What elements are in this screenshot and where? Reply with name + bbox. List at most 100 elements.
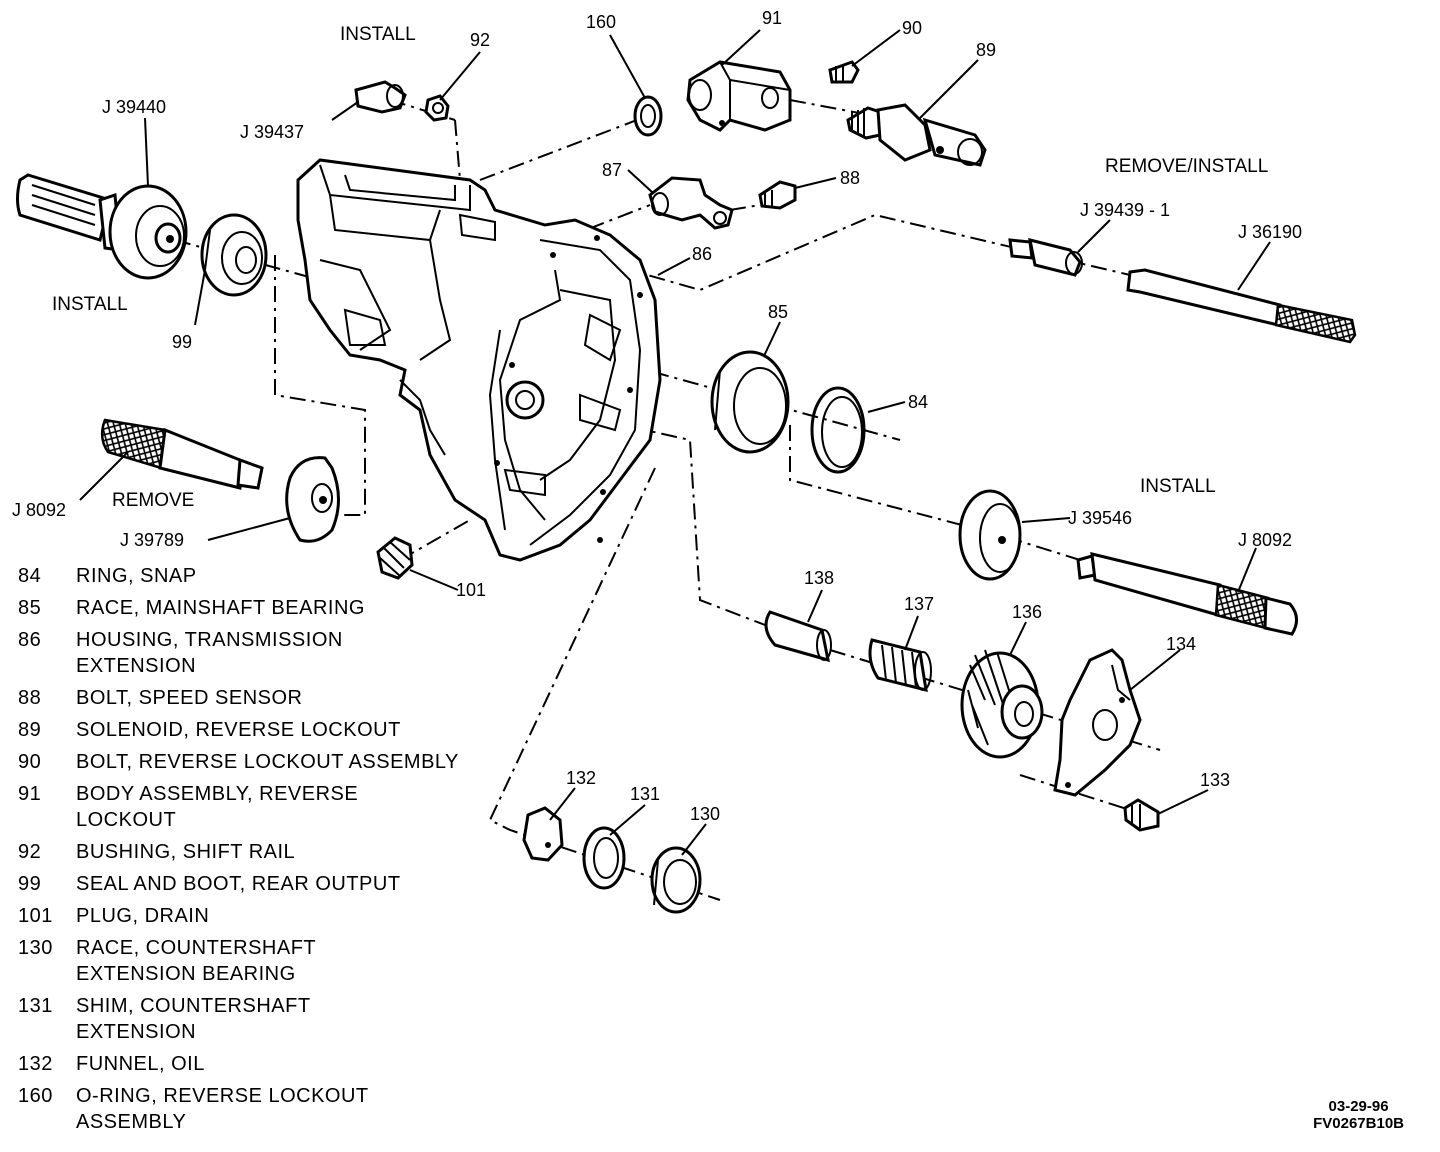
j39437-tool: [354, 80, 407, 114]
callout-101: 101: [456, 580, 486, 600]
legend-row: 91 BODY ASSEMBLY, REVERSE LOCKOUT: [18, 781, 418, 833]
legend-number: 90: [18, 751, 42, 773]
legend-number: 160: [18, 1085, 53, 1107]
legend-number: 99: [18, 873, 42, 895]
legend-row: 85 RACE, MAINSHAFT BEARING: [18, 595, 508, 621]
part-138: [764, 610, 832, 663]
legend-number: 89: [18, 719, 42, 741]
j8092-right-tool: [1076, 552, 1298, 636]
speed-sensor-bolt-88: [758, 180, 797, 210]
o-ring-160: [633, 95, 663, 137]
j36190-tool: [1126, 268, 1357, 344]
legend-description: RING, SNAP: [76, 565, 197, 587]
j39546-label: J 39546: [1068, 508, 1132, 528]
j39440-tool: [16, 173, 188, 280]
legend-number: 131: [18, 995, 53, 1017]
callout-137: 137: [904, 594, 934, 614]
shift-rail-bushing-92: [424, 94, 450, 122]
j39546-tool: [958, 489, 1022, 581]
callout-84: 84: [908, 392, 928, 412]
callout-87: 87: [602, 160, 622, 180]
legend-row: 89 SOLENOID, REVERSE LOCKOUT: [18, 717, 508, 743]
j8092-left-label: J 8092: [12, 500, 66, 520]
speed-sensor-87: [648, 176, 734, 230]
j39440-label: J 39440: [102, 97, 166, 117]
callout-86: 86: [692, 244, 712, 264]
callout-138: 138: [804, 568, 834, 588]
leader-lines: [79, 29, 1271, 856]
reverse-lockout-body-91: [686, 60, 792, 132]
callout-134: 134: [1166, 634, 1196, 654]
seal-and-boot-99: [200, 213, 268, 297]
callout-132: 132: [566, 768, 596, 788]
install-right-label: INSTALL: [1140, 476, 1216, 497]
oil-funnel-132: [522, 806, 564, 862]
legend-number: 86: [18, 629, 42, 651]
snap-ring-84: [810, 386, 866, 474]
figure-date: 03-29-96: [1328, 1098, 1389, 1115]
legend-description: FUNNEL, OIL: [76, 1053, 205, 1075]
legend-row: 92 BUSHING, SHIFT RAIL: [18, 839, 508, 865]
legend-row: 131 SHIM, COUNTERSHAFT EXTENSION: [18, 993, 378, 1045]
callout-136: 136: [1012, 602, 1042, 622]
legend-row: 130 RACE, COUNTERSHAFT EXTENSION BEARING: [18, 935, 438, 987]
bolt-133: [1123, 798, 1160, 832]
legend-description: RACE, MAINSHAFT BEARING: [76, 597, 365, 619]
legend-description: HOUSING, TRANSMISSION EXTENSION: [76, 629, 343, 677]
race-130: [650, 846, 702, 914]
callout-labels: INSTALL INSTALL INSTALL REMOVE/INSTALL R…: [12, 8, 1302, 824]
legend-description: BUSHING, SHIFT RAIL: [76, 841, 296, 863]
legend-row: 99 SEAL AND BOOT, REAR OUTPUT: [18, 871, 508, 897]
part-137-bearing: [868, 638, 932, 693]
gear-136: [960, 649, 1044, 759]
install-left-label: INSTALL: [52, 294, 128, 315]
callout-90: 90: [902, 18, 922, 38]
bolt-90: [828, 60, 860, 84]
mainshaft-race-85: [710, 350, 790, 454]
j39439-tool: [1008, 237, 1083, 277]
legend-row: 160 O-RING, REVERSE LOCKOUT ASSEMBLY: [18, 1083, 418, 1135]
legend-description: SOLENOID, REVERSE LOCKOUT: [76, 719, 401, 741]
legend-description: BODY ASSEMBLY, REVERSE LOCKOUT: [76, 783, 359, 831]
legend-description: RACE, COUNTERSHAFT EXTENSION BEARING: [76, 937, 316, 985]
callout-133: 133: [1200, 770, 1230, 790]
legend-number: 92: [18, 841, 42, 863]
legend-description: O-RING, REVERSE LOCKOUT ASSEMBLY: [76, 1085, 369, 1133]
legend-number: 132: [18, 1053, 53, 1075]
j39437-label: J 39437: [240, 122, 304, 142]
remove-install-label: REMOVE/INSTALL: [1105, 156, 1268, 177]
j39439-label: J 39439 - 1: [1080, 200, 1170, 220]
legend-number: 130: [18, 937, 53, 959]
transmission-extension-housing: [296, 158, 662, 562]
figure-code-block: 03-29-96 FV0267B10B: [1313, 1098, 1404, 1132]
legend-number: 88: [18, 687, 42, 709]
legend-number: 85: [18, 597, 42, 619]
shim-131: [582, 826, 626, 890]
install-top-label: INSTALL: [340, 24, 416, 45]
callout-88: 88: [840, 168, 860, 188]
legend-row: 88 BOLT, SPEED SENSOR: [18, 685, 508, 711]
j39789-tool: [285, 456, 340, 543]
legend-row: 86 HOUSING, TRANSMISSION EXTENSION: [18, 627, 418, 679]
legend-number: 91: [18, 783, 42, 805]
callout-160: 160: [586, 12, 616, 32]
j8092-left-tool: [100, 418, 264, 490]
j8092-right-label: J 8092: [1238, 530, 1292, 550]
legend-description: BOLT, SPEED SENSOR: [76, 687, 303, 709]
callout-130: 130: [690, 804, 720, 824]
figure-code: FV0267B10B: [1313, 1115, 1404, 1132]
legend-number: 101: [18, 905, 53, 927]
callout-131: 131: [630, 784, 660, 804]
callout-91: 91: [762, 8, 782, 28]
legend-row: 132 FUNNEL, OIL: [18, 1051, 508, 1077]
legend-description: SHIM, COUNTERSHAFT EXTENSION: [76, 995, 311, 1043]
j36190-label: J 36190: [1238, 222, 1302, 242]
solenoid-89: [846, 103, 987, 167]
drain-plug-101: [376, 536, 414, 580]
legend-description: SEAL AND BOOT, REAR OUTPUT: [76, 873, 401, 895]
